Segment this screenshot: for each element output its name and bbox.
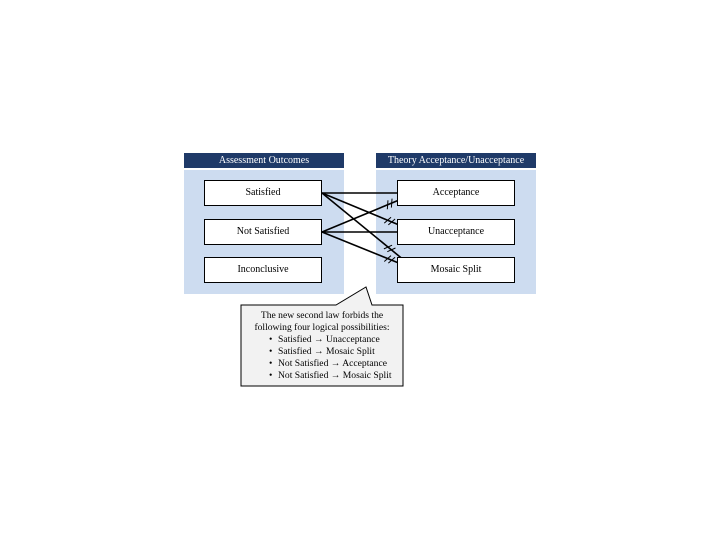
forbidden-item: •Satisfied → Mosaic Split [269, 346, 375, 357]
assessment-outcomes-header: Assessment Outcomes [184, 153, 344, 168]
callout-line-2: following four logical possibilities: [254, 322, 390, 333]
node-unacceptance: Unacceptance [397, 219, 515, 245]
bullet-icon: • [269, 370, 273, 381]
bullet-icon: • [269, 346, 273, 357]
forbidden-mark-not-satisfied-acceptance [386, 198, 393, 210]
bullet-icon: • [269, 334, 273, 345]
forbidden-slash [386, 200, 389, 210]
node-satisfied: Satisfied [204, 180, 322, 206]
node-inconclusive: Inconclusive [204, 257, 322, 283]
callout-line-1: The new second law forbids the [260, 310, 384, 321]
forbidden-item: •Satisfied → Unacceptance [269, 334, 380, 345]
node-mosaic-split: Mosaic Split [397, 257, 515, 283]
forbidden-slash [387, 247, 396, 253]
forbidden-slash [383, 255, 392, 262]
forbidden-slash [388, 256, 396, 264]
bullet-icon: • [269, 358, 273, 369]
node-acceptance: Acceptance [397, 180, 515, 206]
forbidden-mark-satisfied-unacceptance [383, 216, 396, 226]
forbidden-slash [388, 218, 396, 226]
forbidden-item: •Not Satisfied → Acceptance [269, 358, 387, 369]
forbidden-slash [383, 216, 392, 224]
forbidden-item: •Not Satisfied → Mosaic Split [269, 370, 392, 381]
forbidden-mark-satisfied-mosaic-split [383, 244, 396, 253]
forbidden-list: •Satisfied → Unacceptance •Satisfied → M… [241, 334, 403, 382]
forbidden-slash [383, 244, 393, 250]
forbidden-mark-not-satisfied-mosaic-split [383, 255, 396, 264]
callout-text: The new second law forbids the following… [241, 310, 403, 382]
forbidden-slash [390, 198, 393, 208]
node-not-satisfied: Not Satisfied [204, 219, 322, 245]
theory-acceptance-header: Theory Acceptance/Unacceptance [376, 153, 536, 168]
callout-box [240, 286, 404, 387]
